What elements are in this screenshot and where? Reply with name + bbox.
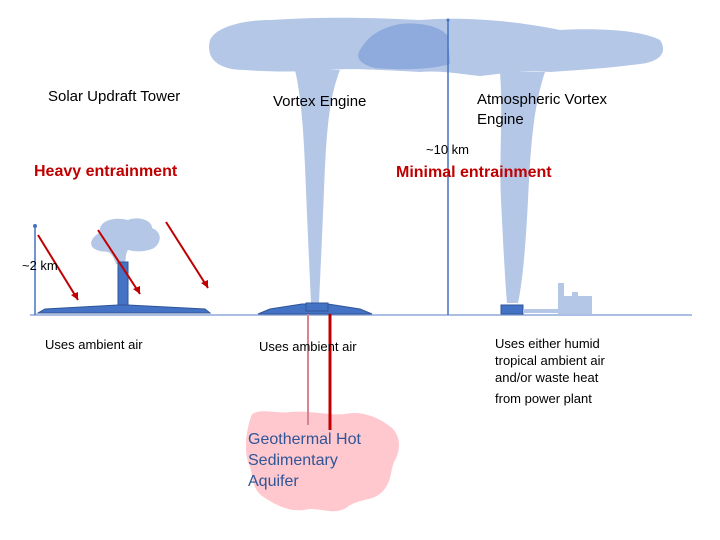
- height-marker-10km-tip: [446, 18, 450, 22]
- humid-air-label-2: tropical ambient air: [495, 353, 605, 368]
- vortex-engine-funnel: [295, 70, 340, 303]
- atmospheric-vortex-station: [500, 304, 524, 315]
- geothermal-label-2: Sedimentary: [248, 452, 338, 469]
- vortex-engine-label: Vortex Engine: [273, 93, 367, 110]
- atmospheric-vortex-funnel: [500, 72, 545, 303]
- height-marker-2km-tip: [33, 224, 37, 228]
- ambient-air-tower-label: Uses ambient air: [45, 337, 143, 352]
- power-plant: [558, 283, 592, 314]
- solar-collector: [36, 304, 212, 314]
- geothermal-label-1: Geothermal Hot: [248, 431, 361, 448]
- atmospheric-vortex-engine-label-2: Engine: [477, 111, 524, 128]
- ambient-air-vortex-label: Uses ambient air: [259, 339, 357, 354]
- humid-air-label-4: from power plant: [495, 391, 592, 406]
- entrainment-arrows: [37, 221, 209, 301]
- heavy-entrainment-label: Heavy entrainment: [34, 163, 178, 180]
- geothermal-aquifer-blob: [245, 411, 399, 512]
- anvil-cloud-dark: [358, 23, 450, 70]
- tower-plume: [91, 218, 160, 264]
- height-2km-label: ~2 km: [22, 258, 58, 273]
- geothermal-label-3: Aquifer: [248, 473, 299, 490]
- minimal-entrainment-label: Minimal entrainment: [396, 164, 552, 181]
- solar-updraft-tower-label: Solar Updraft Tower: [48, 88, 181, 105]
- humid-air-label-3: and/or waste heat: [495, 370, 599, 385]
- vortex-engine-station: [305, 302, 329, 312]
- pipe: [523, 309, 561, 313]
- atmospheric-vortex-engine-label-1: Atmospheric Vortex: [477, 91, 608, 108]
- height-10km-label: ~10 km: [426, 142, 469, 157]
- entrainment-arrowheads: [71, 280, 208, 300]
- humid-air-label-1: Uses either humid: [495, 336, 600, 351]
